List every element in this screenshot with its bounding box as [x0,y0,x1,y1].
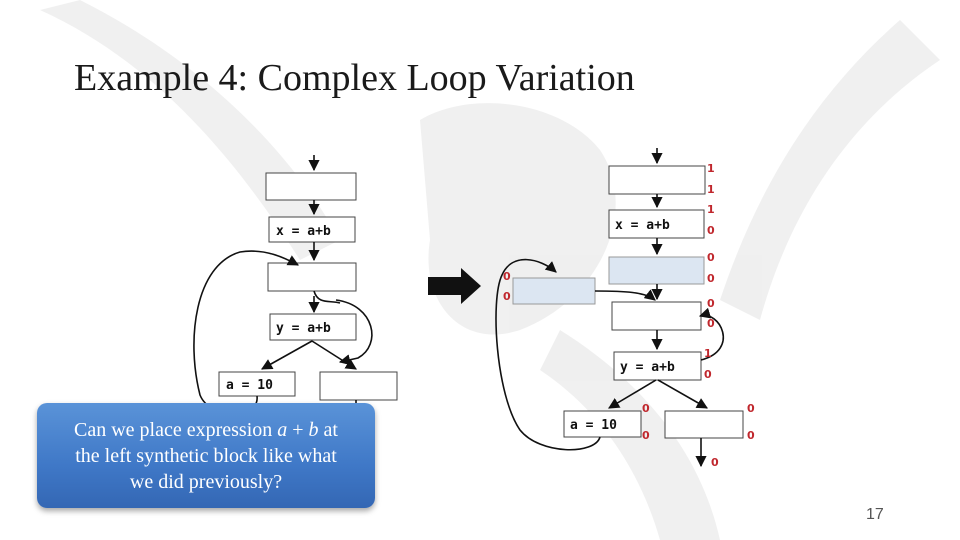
counter-label: 0 [707,297,715,310]
callout-line1-suffix: at [323,419,338,441]
counter-label: 0 [707,224,715,237]
callout-line-1: Can we place expression a + b at [37,417,375,443]
right-block-highlight [608,256,705,285]
callout-line-2: the left synthetic block like what [75,445,337,467]
callout-expr-b: b [308,419,319,441]
right-cfg [495,148,744,468]
left-block-right [319,371,398,401]
counter-label: 0 [704,368,712,381]
left-block-synthetic [267,262,357,292]
right-block-right [664,410,744,439]
left-block-x [268,216,356,243]
counter-label: 0 [503,290,511,303]
counter-label: 1 [707,162,715,175]
left-block-a [218,371,296,397]
left-block-entry [265,172,357,201]
counter-label: 0 [747,429,755,442]
counter-label: 0 [503,270,511,283]
right-block-entry [608,165,706,195]
counter-label: 0 [707,317,715,330]
counter-label: 1 [704,347,712,360]
callout-expr-plus: + [292,419,304,441]
left-cfg [193,155,398,420]
counter-label: 1 [707,183,715,196]
left-x-label: x = a+b [276,224,331,239]
transform-arrow [428,268,481,304]
counter-label: 1 [707,203,715,216]
callout-expr-a: a [277,419,288,441]
counter-label: 0 [642,429,650,442]
right-block-mid [611,301,702,331]
counter-label: 0 [707,251,715,264]
right-block-y [613,351,702,381]
slide-title: Example 4: Complex Loop Variation [74,57,635,99]
right-block-a [563,410,642,438]
question-callout: Can we place expression a + b at the lef… [37,403,375,508]
left-y-label: y = a+b [276,321,331,336]
callout-line-3: we did previously? [129,471,283,493]
callout-line1-prefix: Can we place expression [74,419,273,441]
page-number: 17 [866,506,884,523]
counter-label: 0 [642,402,650,415]
counter-label: 0 [711,456,719,469]
counter-label: 0 [747,402,755,415]
counter-label: 0 [707,272,715,285]
left-block-y [269,313,357,341]
right-a-label: a = 10 [570,418,617,433]
right-y-label: y = a+b [620,360,675,375]
right-block-left-synthetic [512,277,596,305]
right-x-label: x = a+b [615,218,670,233]
left-a-label: a = 10 [226,378,273,393]
